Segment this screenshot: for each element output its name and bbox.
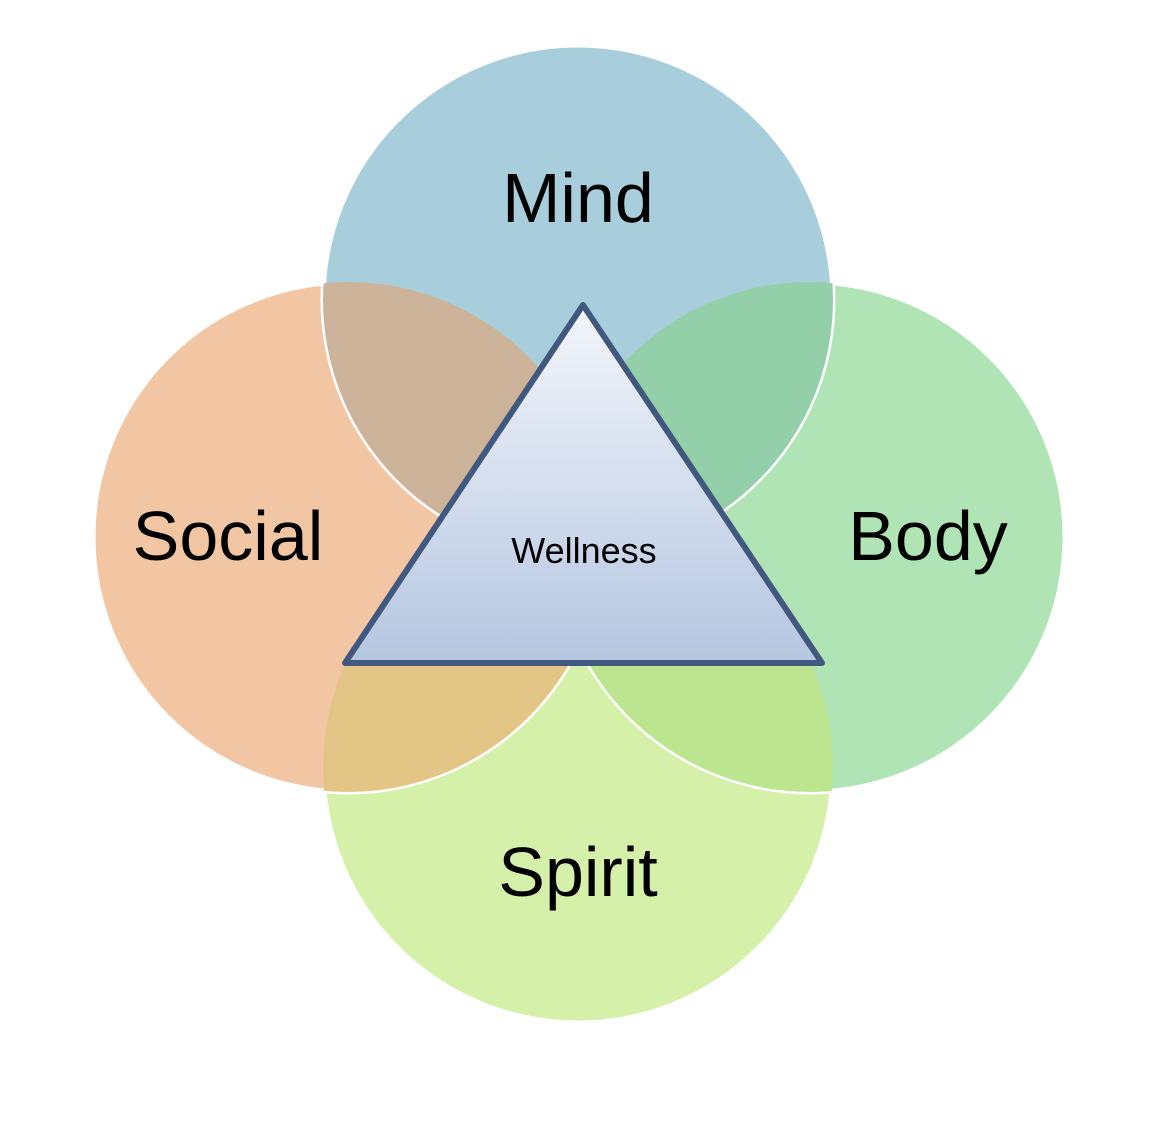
spirit-label: Spirit [498, 833, 657, 911]
body-label: Body [848, 497, 1008, 575]
mind-label: Mind [502, 159, 654, 237]
social-label: Social [133, 497, 324, 575]
wellness-label: Wellness [511, 530, 656, 571]
wellness-triangle [342, 302, 825, 666]
